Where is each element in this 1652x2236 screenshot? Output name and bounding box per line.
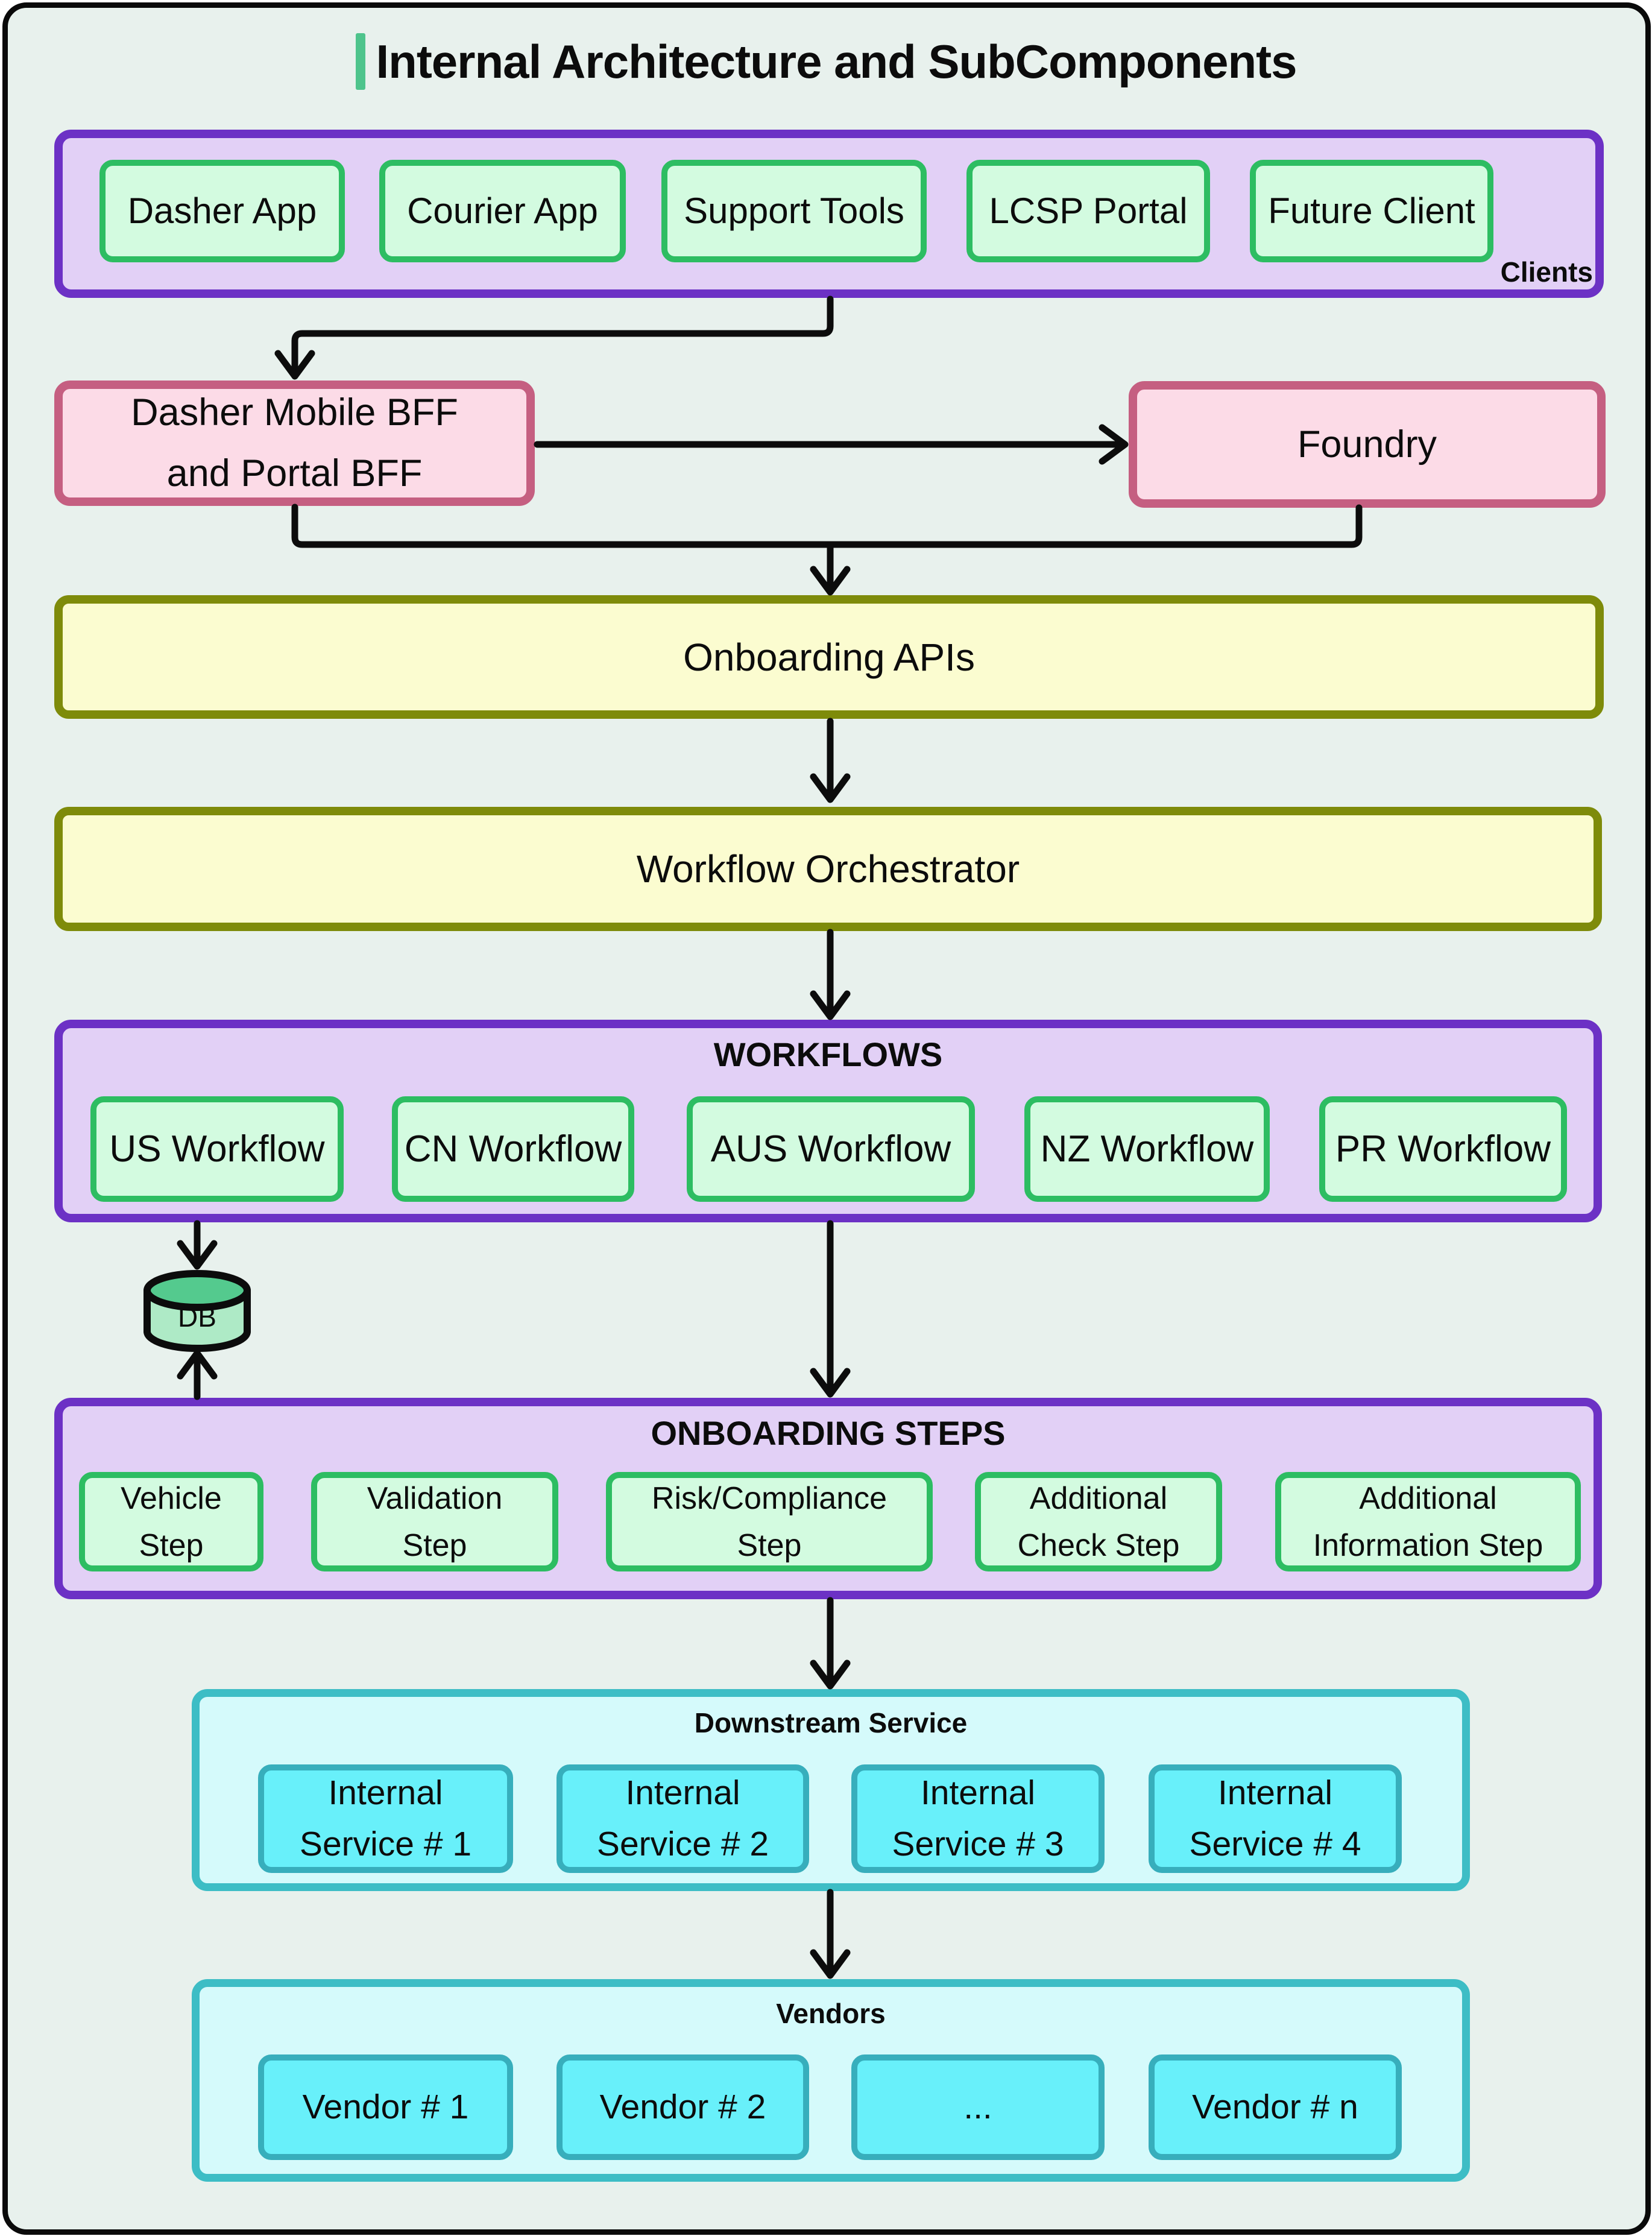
node-label-line1: Validation: [367, 1480, 503, 1516]
node-label-line1: Internal: [328, 1773, 443, 1812]
node-label-line2: Step: [139, 1527, 204, 1563]
node-nz-workflow: NZ Workflow: [1024, 1096, 1270, 1202]
node-label: Foundry: [1297, 423, 1437, 466]
node-label-line1: Risk/Compliance: [651, 1480, 887, 1516]
node-courier-app: Courier App: [379, 160, 626, 262]
node-additional-information-step: Additional Information Step: [1275, 1472, 1581, 1571]
node-label-line2: Information Step: [1313, 1527, 1543, 1563]
node-label-line2: Step: [737, 1527, 802, 1563]
node-validation-step: Validation Step: [311, 1472, 558, 1571]
node-label: Vendor # n: [1192, 2087, 1358, 2126]
node-label: PR Workflow: [1335, 1128, 1551, 1170]
node-future-client: Future Client: [1250, 160, 1493, 262]
node-risk-compliance-step: Risk/Compliance Step: [606, 1472, 933, 1571]
node-label-line2: Service # 1: [299, 1825, 472, 1863]
node-label: Support Tools: [684, 191, 904, 231]
node-us-workflow: US Workflow: [90, 1096, 344, 1202]
node-dasher-app: Dasher App: [99, 160, 345, 262]
node-label-line1: Internal: [1217, 1773, 1333, 1812]
node-dasher-mobile-bff: Dasher Mobile BFF and Portal BFF: [54, 381, 535, 506]
node-label: Dasher App: [127, 191, 317, 231]
node-cn-workflow: CN Workflow: [392, 1096, 634, 1202]
node-label: Vendor # 1: [302, 2087, 469, 2126]
node-pr-workflow: PR Workflow: [1319, 1096, 1567, 1202]
downstream-service-title: Downstream Service: [694, 1707, 968, 1739]
node-support-tools: Support Tools: [661, 160, 927, 262]
node-label: AUS Workflow: [710, 1128, 951, 1170]
node-aus-workflow: AUS Workflow: [687, 1096, 975, 1202]
node-label-line2: Service # 4: [1189, 1825, 1361, 1863]
node-internal-service-4: Internal Service # 4: [1149, 1764, 1402, 1873]
node-label-line1: Additional: [1029, 1480, 1168, 1516]
node-vehicle-step: Vehicle Step: [79, 1472, 263, 1571]
node-label-line1: Internal: [625, 1773, 740, 1812]
node-vendor-ellipsis: ...: [851, 2054, 1105, 2160]
vendors-title: Vendors: [776, 1998, 886, 2029]
db-label: DB: [178, 1301, 216, 1333]
node-foundry: Foundry: [1129, 381, 1606, 508]
node-label: CN Workflow: [404, 1128, 622, 1170]
page-title: Internal Architecture and SubComponents: [376, 34, 1297, 88]
node-onboarding-apis: Onboarding APIs: [54, 595, 1604, 719]
node-label: Vendor # 2: [599, 2087, 766, 2126]
node-internal-service-2: Internal Service # 2: [556, 1764, 809, 1873]
node-vendor-2: Vendor # 2: [556, 2054, 809, 2160]
node-label: LCSP Portal: [989, 191, 1188, 231]
node-label-line2: Service # 2: [596, 1825, 769, 1863]
node-label-line2: and Portal BFF: [166, 452, 423, 494]
node-label-line1: Dasher Mobile BFF: [131, 391, 458, 434]
node-label-line1: Additional: [1359, 1480, 1497, 1516]
clients-label: Clients: [1500, 256, 1593, 288]
node-label: US Workflow: [109, 1128, 325, 1170]
node-internal-service-3: Internal Service # 3: [851, 1764, 1105, 1873]
node-label-line2: Check Step: [1017, 1527, 1180, 1563]
node-label: Courier App: [407, 191, 598, 231]
node-label-line2: Step: [402, 1527, 467, 1563]
workflows-title: WORKFLOWS: [713, 1035, 943, 1073]
node-label: ...: [963, 2087, 992, 2126]
node-label: Future Client: [1268, 191, 1475, 231]
node-label: NZ Workflow: [1040, 1128, 1254, 1170]
node-internal-service-1: Internal Service # 1: [258, 1764, 513, 1873]
onboarding-steps-title: ONBOARDING STEPS: [651, 1414, 1006, 1452]
node-label: Onboarding APIs: [683, 635, 975, 679]
node-label: Workflow Orchestrator: [636, 847, 1020, 891]
node-lcsp-portal: LCSP Portal: [966, 160, 1210, 262]
page-title-row: Internal Architecture and SubComponents: [0, 27, 1652, 96]
node-label-line2: Service # 3: [892, 1825, 1064, 1863]
node-vendor-n: Vendor # n: [1149, 2054, 1402, 2160]
title-accent-bar: [355, 33, 365, 90]
node-label-line1: Internal: [920, 1773, 1036, 1812]
node-workflow-orchestrator: Workflow Orchestrator: [54, 807, 1602, 931]
node-label-line1: Vehicle: [121, 1480, 222, 1516]
node-vendor-1: Vendor # 1: [258, 2054, 513, 2160]
node-additional-check-step: Additional Check Step: [975, 1472, 1222, 1571]
